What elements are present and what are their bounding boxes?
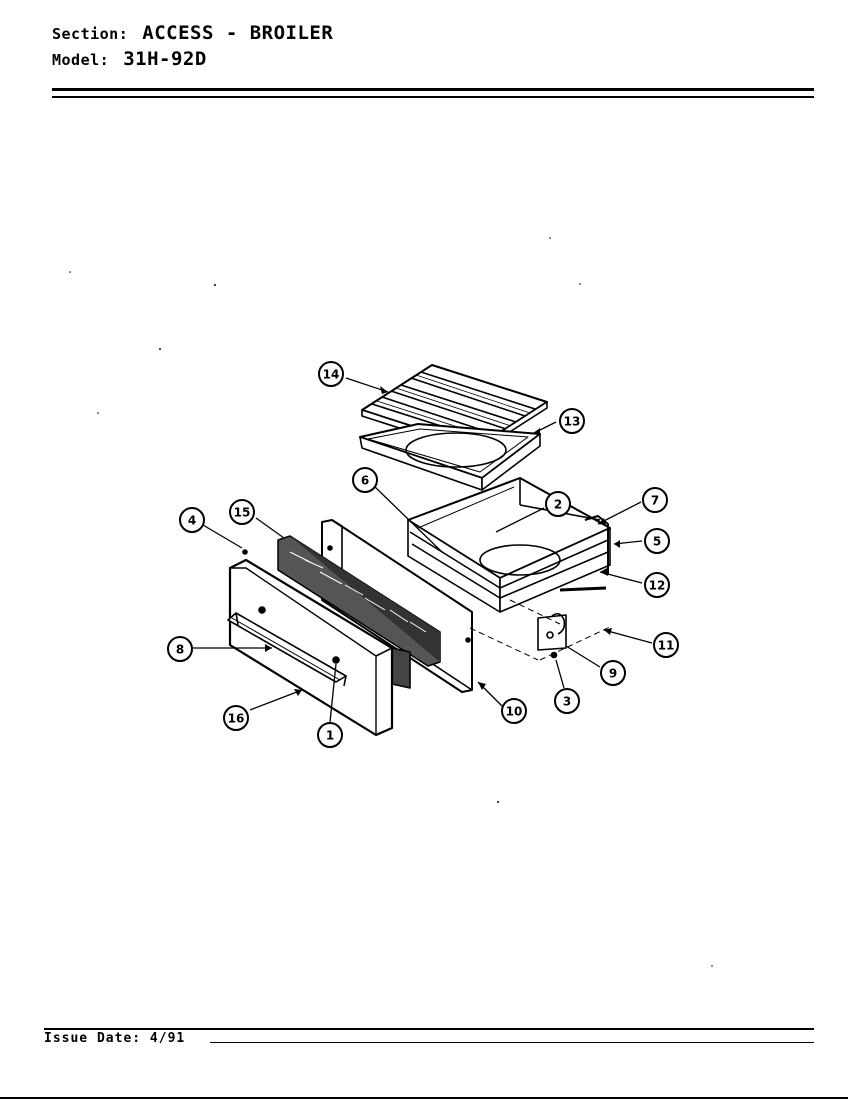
model-value: 31H-92D bbox=[123, 48, 207, 70]
callout-5: 5 bbox=[644, 528, 670, 554]
callout-13: 13 bbox=[559, 408, 585, 434]
svg-text:6: 6 bbox=[361, 474, 369, 488]
svg-text:8: 8 bbox=[176, 643, 184, 657]
svg-text:5: 5 bbox=[653, 535, 661, 549]
footer-rule bbox=[44, 1028, 814, 1030]
broiler-drawer-frame bbox=[407, 477, 611, 613]
callout-11: 11 bbox=[653, 632, 679, 658]
callout-15: 15 bbox=[229, 499, 255, 525]
svg-text:1: 1 bbox=[326, 729, 334, 743]
svg-text:11: 11 bbox=[658, 639, 675, 653]
callout-16: 16 bbox=[223, 705, 249, 731]
model-heading: Model: 31H-92D bbox=[52, 48, 207, 70]
svg-text:16: 16 bbox=[228, 712, 245, 726]
section-value: ACCESS - BROILER bbox=[142, 22, 334, 44]
leader-lines bbox=[193, 377, 653, 723]
header-rule-bottom bbox=[52, 96, 814, 98]
svg-text:7: 7 bbox=[651, 494, 659, 508]
svg-text:4: 4 bbox=[188, 514, 196, 528]
svg-text:3: 3 bbox=[563, 695, 571, 709]
callout-14: 14 bbox=[318, 361, 344, 387]
issue-date: Issue Date: 4/91 bbox=[44, 1031, 186, 1046]
callout-8: 8 bbox=[167, 636, 193, 662]
svg-text:9: 9 bbox=[609, 667, 617, 681]
callout-3: 3 bbox=[554, 688, 580, 714]
callout-2: 2 bbox=[545, 491, 571, 517]
assembly-guide-lines bbox=[469, 599, 613, 661]
insulation-part bbox=[277, 535, 441, 689]
callout-4: 4 bbox=[179, 507, 205, 533]
callout-10: 10 bbox=[501, 698, 527, 724]
callout-6: 6 bbox=[352, 467, 378, 493]
svg-text:2: 2 bbox=[554, 498, 562, 512]
broiler-clip-part bbox=[537, 612, 567, 659]
footer-rule-thin bbox=[210, 1042, 814, 1043]
callout-1: 1 bbox=[317, 722, 343, 748]
section-label: Section: bbox=[52, 25, 129, 43]
drawer-front-panel bbox=[227, 549, 394, 737]
svg-text:15: 15 bbox=[234, 506, 251, 520]
header-rule-top bbox=[52, 88, 814, 91]
scan-specks bbox=[69, 237, 713, 967]
bottom-edge-rule bbox=[0, 1097, 848, 1099]
callouts: 14 13 6 2 7 5 12 11 9 3 10 4 15 8 16 1 bbox=[167, 361, 679, 748]
model-label: Model: bbox=[52, 51, 110, 69]
svg-text:10: 10 bbox=[506, 705, 523, 719]
svg-text:13: 13 bbox=[564, 415, 581, 429]
callout-7: 7 bbox=[642, 487, 668, 513]
section-heading: Section: ACCESS - BROILER bbox=[52, 22, 333, 44]
broiler-pan-part bbox=[359, 423, 541, 491]
callout-12: 12 bbox=[644, 572, 670, 598]
svg-text:12: 12 bbox=[649, 579, 666, 593]
svg-text:14: 14 bbox=[323, 368, 340, 382]
leader-arrowheads bbox=[265, 386, 620, 696]
callout-9: 9 bbox=[600, 660, 626, 686]
